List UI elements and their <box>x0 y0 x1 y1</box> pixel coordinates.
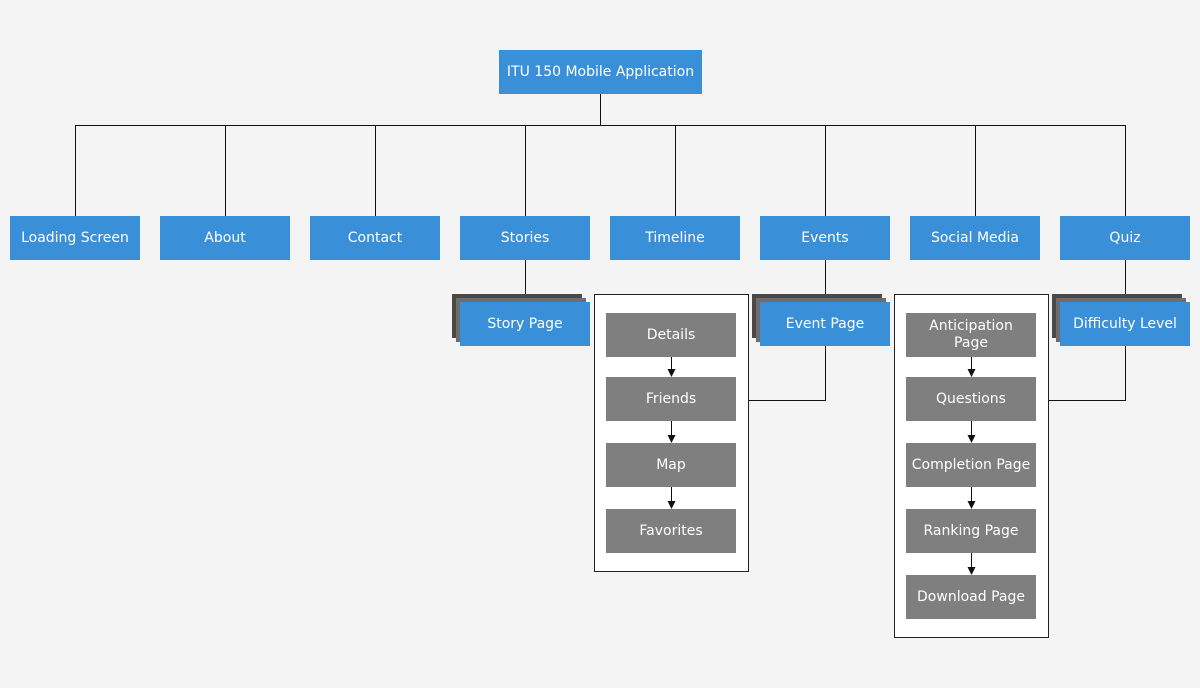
section-label: Loading Screen <box>21 229 129 246</box>
section-label: Timeline <box>645 229 705 246</box>
story-page-label: Story Page <box>487 315 563 332</box>
root-node[interactable]: ITU 150 Mobile Application <box>499 50 702 94</box>
flow-node-completion-page[interactable]: Completion Page <box>906 443 1036 487</box>
section-label: About <box>204 229 246 246</box>
flow-node-friends[interactable]: Friends <box>606 377 736 421</box>
section-node-social-media[interactable]: Social Media <box>910 216 1040 260</box>
flow-label: Favorites <box>639 522 703 539</box>
flow-label: Friends <box>645 390 697 407</box>
root-label: ITU 150 Mobile Application <box>506 63 695 80</box>
story-page-node[interactable]: Story Page <box>460 302 590 346</box>
flow-label: Ranking Page <box>923 522 1019 539</box>
section-node-stories[interactable]: Stories <box>460 216 590 260</box>
section-node-about[interactable]: About <box>160 216 290 260</box>
flow-node-details[interactable]: Details <box>606 313 736 357</box>
flow-label: Completion Page <box>911 456 1031 473</box>
section-node-loading-screen[interactable]: Loading Screen <box>10 216 140 260</box>
event-page-label: Event Page <box>785 315 865 332</box>
flow-node-ranking-page[interactable]: Ranking Page <box>906 509 1036 553</box>
section-node-quiz[interactable]: Quiz <box>1060 216 1190 260</box>
difficulty-level-node[interactable]: Difficulty Level <box>1060 302 1190 346</box>
section-label: Events <box>801 229 849 246</box>
flow-label: Map <box>656 456 686 473</box>
flow-node-map[interactable]: Map <box>606 443 736 487</box>
flow-node-questions[interactable]: Questions <box>906 377 1036 421</box>
section-label: Quiz <box>1109 229 1141 246</box>
flow-label: Download Page <box>917 588 1025 605</box>
flow-label: Questions <box>936 390 1006 407</box>
flow-node-anticipation-page[interactable]: Anticipation Page <box>906 313 1036 357</box>
section-node-contact[interactable]: Contact <box>310 216 440 260</box>
flow-node-download-page[interactable]: Download Page <box>906 575 1036 619</box>
section-node-events[interactable]: Events <box>760 216 890 260</box>
flow-node-favorites[interactable]: Favorites <box>606 509 736 553</box>
flow-label: Anticipation Page <box>929 318 1013 351</box>
section-label: Contact <box>347 229 403 246</box>
event-page-node[interactable]: Event Page <box>760 302 890 346</box>
section-node-timeline[interactable]: Timeline <box>610 216 740 260</box>
section-label: Social Media <box>930 229 1019 246</box>
section-label: Stories <box>500 229 550 246</box>
flow-label: Details <box>646 326 696 343</box>
difficulty-level-label: Difficulty Level <box>1073 315 1177 332</box>
